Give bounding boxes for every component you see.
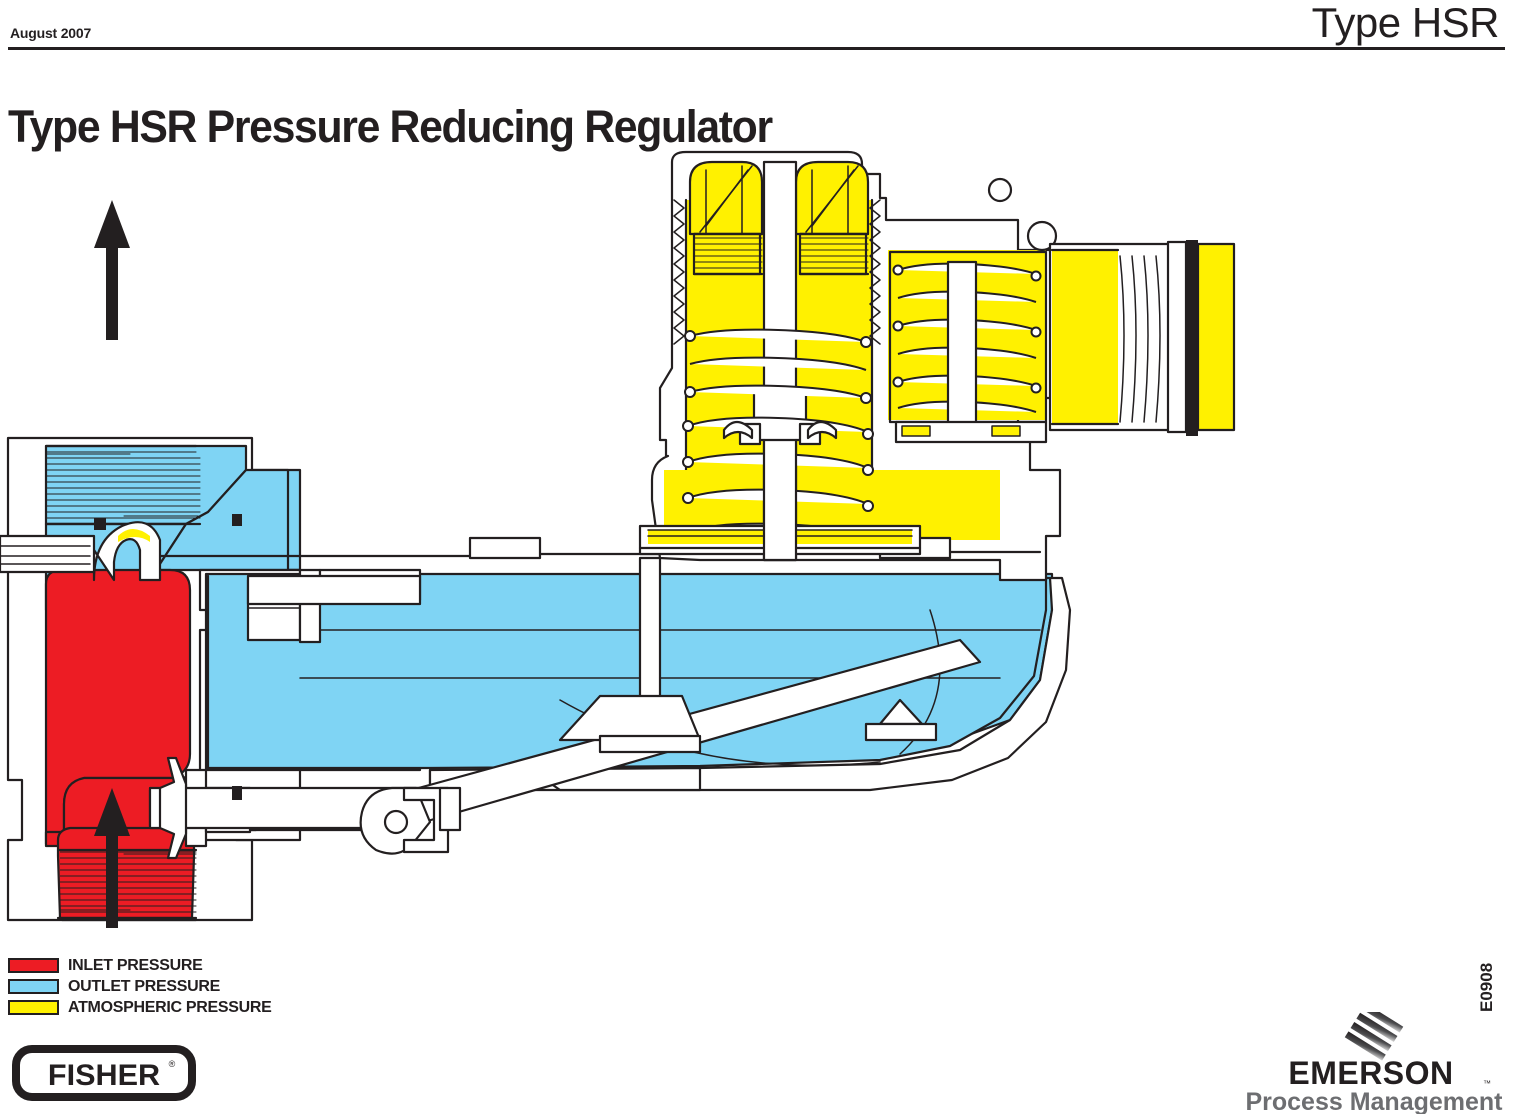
regulator-cutaway-figure: .ln { fill:none; stroke:#231f20; stroke-… bbox=[0, 140, 1513, 940]
inlet-flow-arrow bbox=[94, 788, 130, 928]
legend-item-outlet: OUTLET PRESSURE bbox=[8, 976, 272, 997]
fisher-registered-mark: ® bbox=[169, 1059, 176, 1069]
legend-item-inlet: INLET PRESSURE bbox=[8, 955, 272, 976]
valve-stem-assembly bbox=[148, 756, 422, 860]
bolt-hole-lower bbox=[1026, 220, 1058, 252]
inlet-chamber bbox=[44, 568, 196, 920]
legend-label-outlet: OUTLET PRESSURE bbox=[68, 977, 220, 995]
diaphragm-pusher-post bbox=[558, 556, 938, 754]
regulator-cross-section-drawing: .ln { fill:none; stroke:#231f20; stroke-… bbox=[0, 150, 1236, 928]
emerson-wordmark: EMERSON bbox=[1288, 1055, 1453, 1091]
emerson-logo: EMERSON ™ Process Management bbox=[1243, 1003, 1505, 1116]
emerson-logo-mark: EMERSON ™ Process Management bbox=[1245, 1003, 1503, 1116]
spring-seat bbox=[722, 420, 838, 446]
fisher-wordmark: FISHER bbox=[48, 1059, 160, 1092]
document-date: August 2007 bbox=[10, 25, 92, 41]
lever-pivot-pin bbox=[383, 809, 409, 835]
header-product-name: Type HSR bbox=[1311, 0, 1500, 46]
outlet-flow-arrow bbox=[94, 200, 130, 340]
emerson-trademark: ™ bbox=[1483, 1079, 1491, 1088]
legend-item-atmospheric: ATMOSPHERIC PRESSURE bbox=[8, 997, 272, 1018]
outlet-port-threads bbox=[45, 451, 201, 519]
o-ring-right bbox=[232, 514, 242, 526]
emerson-tagline: Process Management bbox=[1245, 1088, 1503, 1114]
emerson-emblem bbox=[1344, 1003, 1404, 1061]
legend-swatch-inlet bbox=[8, 958, 59, 973]
legend-label-inlet: INLET PRESSURE bbox=[68, 956, 203, 974]
page-title: Type HSR Pressure Reducing Regulator bbox=[8, 101, 773, 153]
fisher-logo-border bbox=[12, 1045, 196, 1101]
figure-code: E0908 bbox=[1477, 962, 1496, 1012]
adjusting-screw-left bbox=[688, 160, 764, 276]
bolt-hole-upper bbox=[987, 177, 1013, 203]
fisher-logo: FISHER ® bbox=[12, 1045, 196, 1101]
gasket bbox=[1186, 240, 1198, 436]
o-ring-left bbox=[94, 518, 106, 530]
relief-spring-assembly bbox=[888, 250, 1048, 444]
header-rule-divider bbox=[8, 47, 1505, 50]
legend-label-atmospheric: ATMOSPHERIC PRESSURE bbox=[68, 998, 272, 1016]
seat-retainer bbox=[246, 568, 422, 644]
control-line-stub bbox=[0, 534, 96, 574]
legend-swatch-atmospheric bbox=[8, 1000, 59, 1015]
o-ring-lower bbox=[232, 786, 242, 800]
page-header: August 2007 Type HSR bbox=[0, 0, 1513, 52]
adjusting-screw-right bbox=[794, 160, 870, 276]
spring-case-thread-profile bbox=[673, 199, 881, 345]
fisher-logo-mark: FISHER ® bbox=[12, 1045, 196, 1101]
pusher-post bbox=[762, 438, 798, 562]
closing-cap bbox=[1048, 240, 1236, 436]
legend-swatch-outlet bbox=[8, 979, 59, 994]
diaphragm-case-rim-left bbox=[92, 521, 162, 582]
flow-arrow-positions bbox=[342, 200, 378, 340]
pressure-legend: INLET PRESSURE OUTLET PRESSURE ATMOSPHER… bbox=[8, 955, 272, 1018]
